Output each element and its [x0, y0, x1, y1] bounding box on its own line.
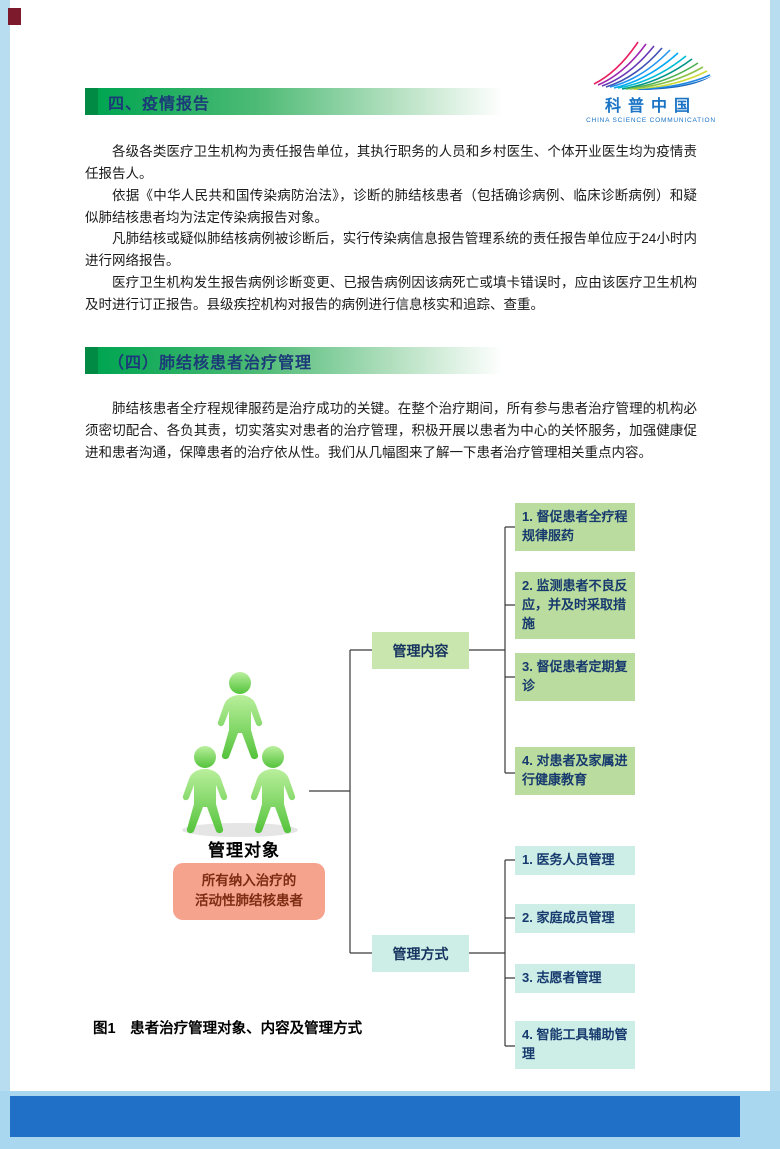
- logo: 科普中国 CHINA SCIENCE COMMUNICATION: [575, 34, 727, 124]
- body-paragraph: 各级各类医疗卫生机构为责任报告单位，其执行职务的人员和乡村医生、个体开业医生均为…: [85, 144, 697, 181]
- left-border-strip: [0, 0, 10, 1149]
- content-item-2: 2. 监测患者不良反应，并及时采取措施: [515, 572, 635, 639]
- banner-gradient: 四、疫情报告: [98, 88, 503, 115]
- method-branch-box: 管理方式: [372, 935, 469, 972]
- logo-subtitle: CHINA SCIENCE COMMUNICATION: [586, 117, 716, 124]
- content-item-1: 1. 督促患者全疗程规律服药: [515, 503, 635, 551]
- corner-marker: [8, 8, 21, 25]
- body-paragraph: 医疗卫生机构发生报告病例诊断变更、已报告病例因该病死亡或填卡错误时，应由该医疗卫…: [85, 275, 697, 313]
- body-paragraph: 肺结核患者全疗程规律服药是治疗成功的关键。在整个治疗期间，所有参与患者治疗管理的…: [85, 401, 697, 460]
- section-banner-epidemic: 四、疫情报告: [85, 88, 503, 115]
- person-icon: [250, 746, 296, 834]
- content-branch-box: 管理内容: [372, 632, 469, 669]
- banner-gradient: （四）肺结核患者治疗管理: [98, 347, 503, 374]
- body-paragraph: 凡肺结核或疑似肺结核病例被诊断后，实行传染病信息报告管理系统的责任报告单位应于2…: [85, 231, 697, 269]
- treatment-paragraphs: 肺结核患者全疗程规律服药是治疗成功的关键。在整个治疗期间，所有参与患者治疗管理的…: [85, 398, 697, 464]
- section-title-treatment: （四）肺结核患者治疗管理: [108, 354, 313, 372]
- logo-icon: [575, 34, 727, 90]
- subject-note-box: 所有纳入治疗的 活动性肺结核患者: [173, 863, 325, 920]
- shadow-ellipse: [182, 823, 298, 837]
- body-paragraph: 依据《中华人民共和国传染病防治法》，诊断的肺结核患者（包括确诊病例、临床诊断病例…: [85, 187, 697, 225]
- subject-note-line: 所有纳入治疗的: [201, 873, 297, 888]
- method-item-1: 1. 医务人员管理: [515, 846, 635, 875]
- logo-title: 科普中国: [604, 98, 697, 115]
- method-item-4: 4. 智能工具辅助管理: [515, 1021, 635, 1069]
- banner-lead-square: [85, 347, 98, 374]
- subject-label: 管理对象: [208, 841, 280, 860]
- right-border-strip: [770, 0, 780, 1149]
- person-group-icon: [173, 670, 307, 843]
- subject-note-line: 活动性肺结核患者: [195, 893, 303, 909]
- content-item-4: 4. 对患者及家属进行健康教育: [515, 747, 635, 795]
- method-item-2: 2. 家庭成员管理: [515, 904, 635, 933]
- section-banner-treatment: （四）肺结核患者治疗管理: [85, 347, 503, 374]
- person-icon: [217, 672, 263, 760]
- epidemic-paragraphs: 各级各类医疗卫生机构为责任报告单位，其执行职务的人员和乡村医生、个体开业医生均为…: [85, 141, 697, 316]
- person-icon: [182, 746, 228, 834]
- banner-lead-square: [85, 88, 98, 115]
- treatment-management-diagram: 管理对象 所有纳入治疗的 活动性肺结核患者 管理内容 管理方式 1. 督促患者全…: [85, 495, 697, 1085]
- figure-caption: 图1 患者治疗管理对象、内容及管理方式: [93, 1021, 363, 1037]
- footer-bar: [10, 1096, 740, 1137]
- content-item-3: 3. 督促患者定期复诊: [515, 653, 635, 701]
- method-item-3: 3. 志愿者管理: [515, 964, 635, 993]
- section-title-epidemic: 四、疫情报告: [108, 95, 211, 113]
